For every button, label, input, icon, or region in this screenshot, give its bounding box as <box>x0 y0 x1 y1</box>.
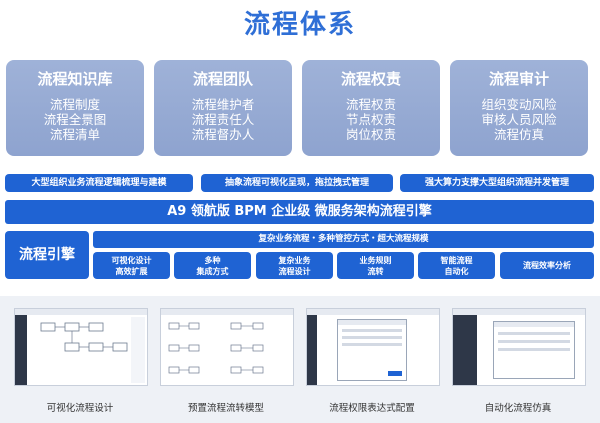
card-team: 流程团队 流程维护者 流程责任人 流程督办人 <box>154 60 292 156</box>
flow-designer-screenshot <box>14 308 148 386</box>
feature-integration: 多种 集成方式 <box>174 252 251 279</box>
flow-model-screenshot <box>160 308 294 386</box>
feature-complex-flow: 复杂业务 流程设计 <box>256 252 333 279</box>
card-item: 流程权责 <box>345 97 396 112</box>
card-title: 流程权责 <box>340 70 401 88</box>
card-audit: 流程审计 组织变动风险 审核人员风险 流程仿真 <box>450 60 588 156</box>
simulation-screenshot <box>452 308 586 386</box>
card-item: 流程制度 <box>49 97 100 112</box>
permission-expression-screenshot <box>306 308 440 386</box>
card-item: 流程维护者 <box>191 97 255 112</box>
card-item: 岗位权责 <box>345 127 396 142</box>
card-item: 流程责任人 <box>191 112 255 127</box>
card-item: 节点权责 <box>345 112 396 127</box>
engine-subtitle: 复杂业务流程・多种管控方式・超大流程规模 <box>93 231 594 248</box>
capability-visualization: 抽象流程可视化呈现，拖拉拽式管理 <box>201 174 393 192</box>
engine-label: 流程引擎 <box>5 231 89 279</box>
card-item: 流程全景图 <box>43 112 107 127</box>
process-category-cards: 流程知识库 流程制度 流程全景图 流程清单 流程团队 流程维护者 流程责任人 流… <box>6 60 594 156</box>
card-title: 流程团队 <box>192 70 253 88</box>
card-title: 流程知识库 <box>37 70 113 88</box>
caption-flow-designer: 可视化流程设计 <box>46 403 114 414</box>
card-rights: 流程权责 流程权责 节点权责 岗位权责 <box>302 60 440 156</box>
capability-modeling: 大型组织业务流程逻辑梳理与建模 <box>5 174 193 192</box>
screenshot-panel: 可视化流程设计 预置流程流转模型 流程权限表达式配置 自动化流程仿真 <box>0 296 600 423</box>
card-item: 流程督办人 <box>191 127 255 142</box>
card-knowledge-base: 流程知识库 流程制度 流程全景图 流程清单 <box>6 60 144 156</box>
capability-concurrency: 强大算力支撑大型组织流程并发管理 <box>400 174 594 192</box>
card-item: 审核人员风险 <box>481 112 557 127</box>
caption-simulation: 自动化流程仿真 <box>484 403 552 414</box>
feature-business-rules: 业务规则 流转 <box>337 252 414 279</box>
engine-banner: A9 领航版 BPM 企业级 微服务架构流程引擎 <box>5 200 594 224</box>
card-item: 流程清单 <box>49 127 100 142</box>
card-title: 流程审计 <box>488 70 549 88</box>
card-item: 流程仿真 <box>493 127 544 142</box>
caption-permission-expression: 流程权限表达式配置 <box>329 403 415 414</box>
feature-automation: 智能流程 自动化 <box>418 252 495 279</box>
caption-flow-model: 预置流程流转模型 <box>187 403 264 414</box>
card-item: 组织变动风险 <box>481 97 557 112</box>
feature-visual-design: 可视化设计 高效扩展 <box>93 252 170 279</box>
page-title: 流程体系 <box>243 10 356 40</box>
feature-efficiency-analysis: 流程效率分析 <box>500 252 594 279</box>
